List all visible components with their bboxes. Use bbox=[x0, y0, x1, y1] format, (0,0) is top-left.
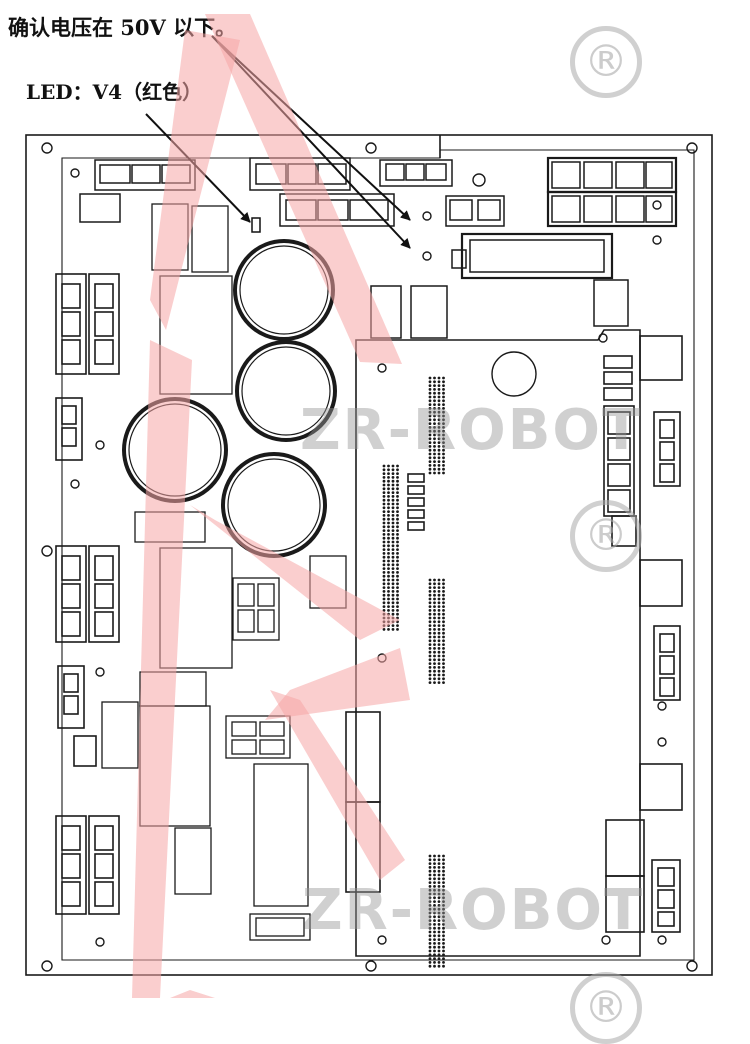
circuit-board-diagram bbox=[25, 14, 713, 998]
registered-mark-icon: ® bbox=[570, 26, 642, 98]
brand-watermark-text: ZR-ROBOT bbox=[302, 878, 645, 943]
control-board bbox=[345, 329, 683, 957]
watermark-logo bbox=[132, 14, 410, 998]
top-connectors bbox=[79, 156, 678, 339]
led-v4-note: LED：V4（红色） bbox=[26, 80, 203, 104]
registered-mark-icon: ® bbox=[570, 500, 642, 572]
registered-mark-icon: ® bbox=[570, 972, 642, 1044]
left-connectors bbox=[55, 273, 120, 915]
board-outline bbox=[25, 134, 713, 976]
right-connectors bbox=[407, 355, 681, 933]
brand-watermark-text: ZR-ROBOT bbox=[300, 398, 643, 463]
led-v4 bbox=[251, 217, 261, 233]
pin-headers bbox=[382, 376, 445, 968]
mounting-holes bbox=[41, 142, 698, 972]
